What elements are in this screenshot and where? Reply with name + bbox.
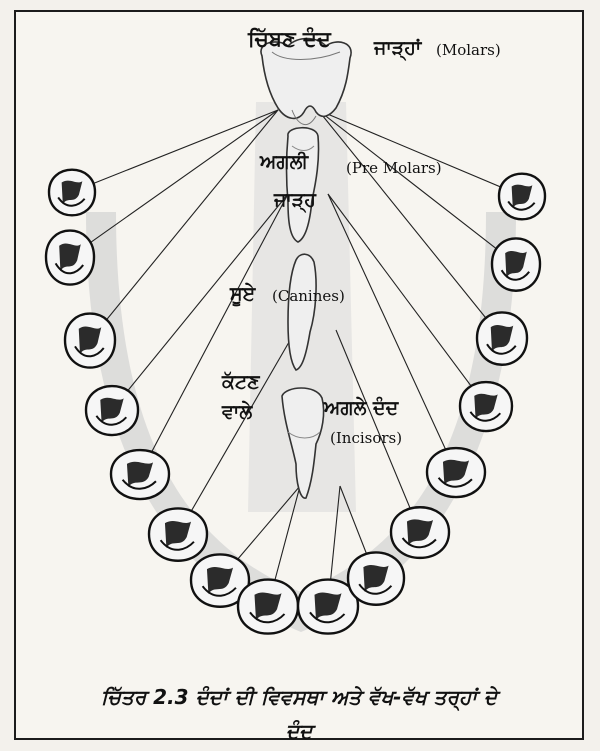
label-molars-punjabi-2: ਜਾੜ੍ਹਾਂ — [374, 38, 421, 59]
label-premolars-punjabi-2: ਜਾੜ੍ਹ — [274, 190, 316, 211]
arch-tooth — [238, 580, 298, 634]
arch-tooth — [477, 312, 527, 364]
label-incisors-english: (Incisors) — [330, 430, 402, 447]
label-incisors-punjabi-2: ਵਾਲੇ — [222, 402, 252, 423]
figure-frame: ਚਿੱਬਣ ਦੰਦ ਜਾੜ੍ਹਾਂ (Molars) ਅਗਲੀ ਜਾੜ੍ਹ (P… — [14, 10, 584, 740]
label-incisors-punjabi-1: ਕੱਟਣ — [222, 372, 260, 393]
arch-tooth — [111, 450, 169, 499]
arch-tooth — [149, 508, 207, 560]
arch-tooth — [427, 448, 485, 497]
leader-line — [90, 110, 278, 340]
leader-line — [70, 110, 278, 257]
label-canines-punjabi: ਸੂਏ — [230, 284, 255, 305]
figure-caption: ਚਿੱਤਰ 2.3 ਦੰਦਾਂ ਦੀ ਵਿਵਸਥਾ ਅਤੇ ਵੱਖ-ਵੱਖ ਤਰ… — [16, 680, 582, 748]
arch-tooth — [49, 170, 95, 216]
label-incisors-punjabi-3: ਅਗਲੇ ਦੰਦ — [324, 398, 398, 419]
label-molars-punjabi: ਚਿੱਬਣ ਦੰਦ — [248, 28, 331, 51]
label-canines-english: (Canines) — [272, 288, 345, 305]
label-premolars-english: (Pre Molars) — [346, 160, 442, 177]
caption-line-1: ਚਿੱਤਰ 2.3 ਦੰਦਾਂ ਦੀ ਵਿਵਸਥਾ ਅਤੇ ਵੱਖ-ਵੱਖ ਤਰ… — [16, 680, 582, 714]
arch-tooth — [460, 382, 512, 431]
arch-tooth — [492, 238, 540, 290]
arch-tooth — [86, 386, 138, 435]
arch-tooth — [499, 174, 545, 220]
leader-line — [318, 110, 522, 196]
caption-line-2: ਦੰਦ — [16, 714, 582, 748]
arch-tooth — [348, 552, 404, 604]
label-molars-english: (Molars) — [436, 42, 501, 59]
arch-tooth — [65, 314, 115, 368]
arch-tooth — [391, 507, 449, 558]
dental-arch-diagram — [16, 12, 586, 672]
arch-tooth — [46, 231, 94, 285]
label-premolars-punjabi: ਅਗਲੀ — [260, 152, 308, 173]
leader-line — [72, 110, 278, 192]
